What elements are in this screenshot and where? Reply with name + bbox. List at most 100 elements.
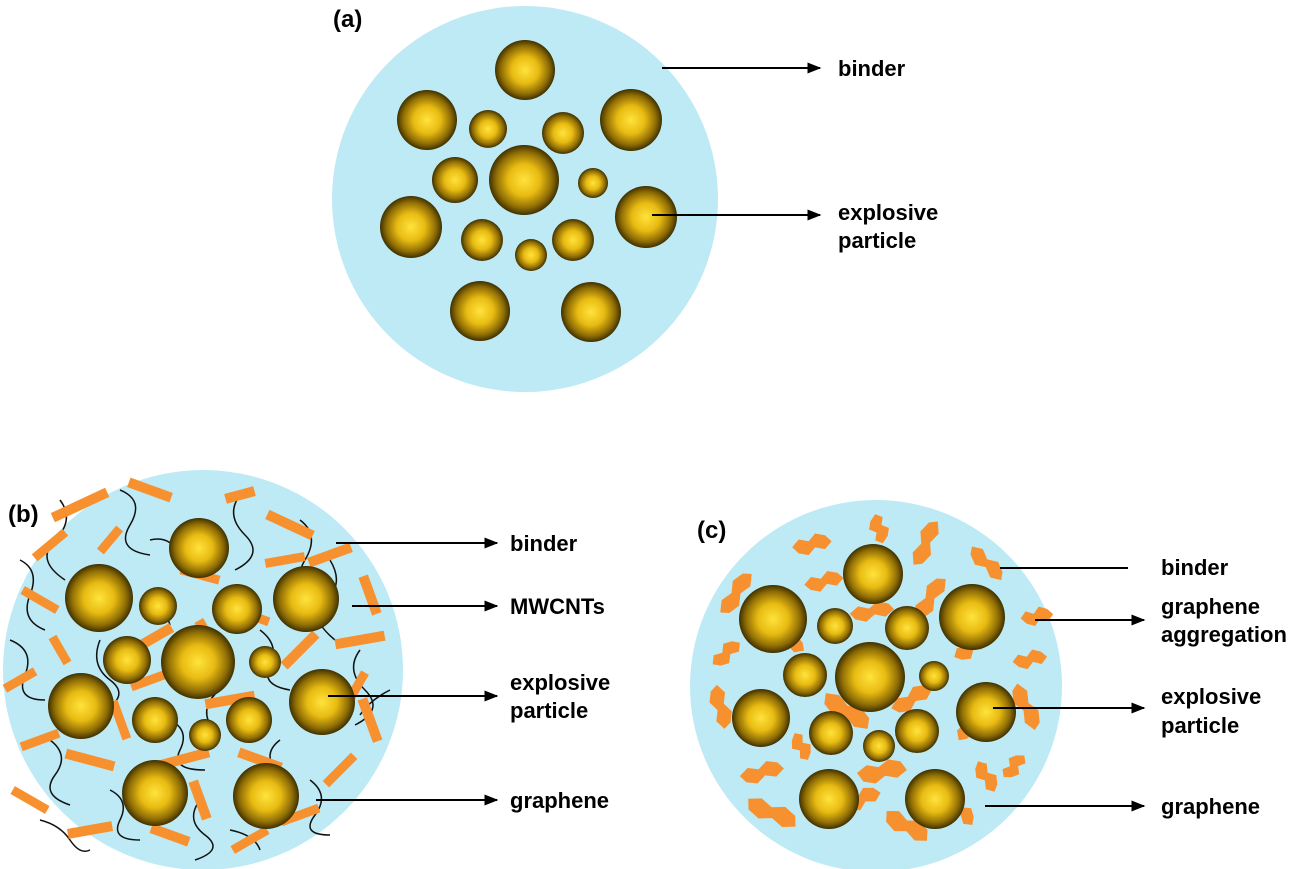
graphene-aggregate [804, 571, 844, 592]
explosive-particle [615, 186, 677, 248]
explosive-particle [469, 110, 507, 148]
graphene-aggregate [791, 733, 811, 760]
graphene-flake [279, 803, 321, 827]
mwcnt-fiber [119, 489, 151, 556]
explosive-particle [956, 682, 1016, 742]
callout-particle: particle [510, 698, 588, 723]
mwcnt-fiber [232, 494, 254, 571]
explosive-particle [122, 760, 188, 826]
graphene-aggregate [914, 578, 946, 619]
explosive-particle [249, 646, 281, 678]
graphene-aggregate [891, 685, 932, 713]
graphene-flake [230, 826, 270, 854]
callout-explosive: explosive [1161, 684, 1261, 709]
explosive-particle [226, 697, 272, 743]
graphene-aggregate [1012, 683, 1040, 730]
explosive-particle [843, 544, 903, 604]
callout-graphene: graphene [1161, 594, 1260, 619]
callout-mwcnts: MWCNTs [510, 594, 605, 619]
mwcnt-fiber [309, 779, 331, 836]
graphene-flake [66, 821, 114, 839]
mwcnt-fiber [169, 719, 206, 771]
graphene-aggregate [824, 693, 870, 729]
explosive-particle [397, 90, 457, 150]
explosive-particle [799, 769, 859, 829]
graphene-flake [149, 823, 191, 847]
graphene-flake [307, 542, 353, 568]
graphene-flake [31, 528, 69, 562]
explosive-particle [161, 625, 235, 699]
explosive-particle [783, 653, 827, 697]
graphene-aggregate [975, 761, 998, 792]
graphene-flake [50, 487, 110, 523]
callout-particle: particle [1161, 713, 1239, 738]
explosive-particle [212, 584, 262, 634]
graphene-flake [129, 668, 171, 692]
explosive-particle [905, 769, 965, 829]
mwcnt-fiber [192, 799, 214, 861]
graphene-flake [188, 779, 212, 821]
graphene-flake [64, 748, 116, 772]
graphene-flake [204, 690, 256, 710]
graphene-aggregate [1012, 649, 1048, 670]
graphene-flake [224, 486, 256, 504]
graphene-aggregate [709, 684, 732, 729]
explosive-particle [103, 636, 151, 684]
callout-explosive: explosive [838, 200, 938, 225]
explosive-particle [450, 281, 510, 341]
explosive-particle [233, 763, 299, 829]
callout-graphene: graphene [510, 788, 609, 813]
graphene-flake [96, 525, 124, 555]
explosive-particle [132, 697, 178, 743]
graphene-flake [357, 697, 383, 743]
graphene-flake [108, 699, 132, 741]
graphene-aggregate [856, 759, 907, 784]
explosive-particle [289, 669, 355, 735]
graphene-flake [48, 634, 72, 666]
explosive-particle [732, 689, 790, 747]
explosive-particle [817, 608, 853, 644]
graphene-flake [2, 667, 38, 693]
graphene-flake [334, 630, 386, 650]
graphene-aggregate [1020, 606, 1054, 627]
callout-explosive: explosive [510, 670, 610, 695]
graphene-aggregate [912, 521, 939, 565]
graphene-flake [19, 728, 61, 752]
graphene-aggregate [712, 641, 740, 666]
graphene-aggregate [869, 514, 889, 544]
explosive-particle [895, 709, 939, 753]
mwcnt-fiber [49, 739, 71, 806]
explosive-particle [835, 642, 905, 712]
explosive-particle [495, 40, 555, 100]
explosive-particle [939, 584, 1005, 650]
explosive-particle [461, 219, 503, 261]
explosive-particle [863, 730, 895, 762]
panel-a: (a) binder explosive particle [332, 6, 938, 392]
panel-b-label: (b) [8, 501, 39, 528]
panel-c-particles [732, 544, 1016, 829]
explosive-particle [432, 157, 478, 203]
panel-a-particles [380, 40, 677, 342]
graphene-aggregate [792, 533, 832, 556]
callout-particle: particle [838, 228, 916, 253]
panel-b: (b) binder MWCNTs explosive particle gra… [2, 470, 610, 869]
callout-binder: binder [838, 56, 906, 81]
explosive-particle [273, 566, 339, 632]
graphene-flake [265, 509, 315, 541]
graphene-flake [10, 786, 50, 814]
explosive-particle [561, 282, 621, 342]
graphene-flake [127, 477, 173, 503]
explosive-particle [578, 168, 608, 198]
explosive-particle [885, 606, 929, 650]
explosive-particle [380, 196, 442, 258]
graphene-aggregate [849, 601, 895, 622]
graphene-aggregate [970, 546, 1003, 581]
explosive-particle [65, 564, 133, 632]
explosive-particle [552, 219, 594, 261]
graphene-flake [20, 586, 60, 614]
graphene-aggregate [720, 573, 752, 614]
explosive-particle [542, 112, 584, 154]
explosive-particle [169, 518, 229, 578]
callout-binder: binder [1161, 555, 1229, 580]
